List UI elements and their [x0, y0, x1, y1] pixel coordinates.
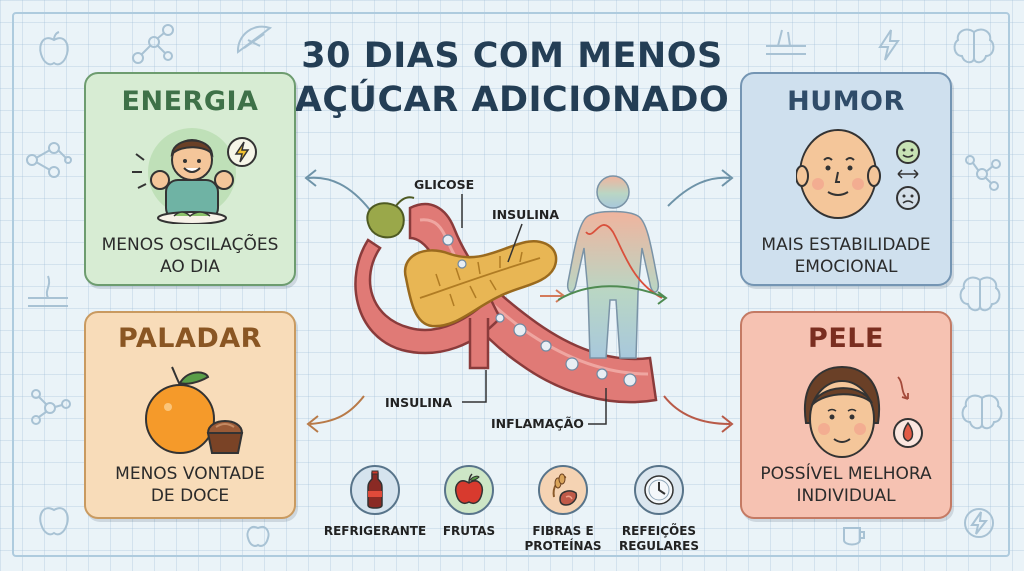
- arrow-to-pele: [663, 395, 731, 425]
- human-body-icon: [558, 175, 668, 359]
- apple-icon: [454, 473, 484, 505]
- card-humor-line-2: EMOCIONAL: [794, 257, 898, 277]
- soda-item: [350, 465, 400, 515]
- bottom-label-fiber-line-1: FIBRAS E: [532, 524, 594, 538]
- pancreas-vessel-illustration: [354, 196, 658, 404]
- bottom-label-fiber: FIBRAS E PROTEÍNAS: [508, 524, 618, 554]
- arrow-to-paladar: [309, 395, 365, 425]
- card-pele-line-1: POSSÍVEL MELHORA: [760, 464, 932, 484]
- card-humor: HUMOR MAIS ESTABILIDADE EMOCIONAL: [740, 72, 952, 286]
- bottom-label-fruits-line-1: FRUTAS: [442, 524, 496, 538]
- bottom-label-fiber-line-2: PROTEÍNAS: [524, 539, 602, 553]
- woman-face-icon: [803, 365, 923, 458]
- label-glicose: GLICOSE: [414, 177, 475, 192]
- brain-outline-icon: [953, 28, 995, 64]
- card-humor-line-1: MAIS ESTABILIDADE: [761, 235, 931, 255]
- bottom-label-meals-line-2: REGULARES: [618, 539, 700, 553]
- citrus-slice-icon: [236, 25, 273, 54]
- molecule-right-icon: [965, 155, 1001, 191]
- skin-layers-icon: [766, 29, 806, 55]
- lightning-outline-icon: [878, 29, 900, 61]
- brain-right-icon: [959, 276, 1001, 312]
- energetic-person-icon: [132, 128, 257, 224]
- lightning-lower-icon: [964, 508, 994, 538]
- gallbladder: [366, 202, 405, 239]
- card-energia-line-2: AO DIA: [160, 257, 220, 277]
- fruits-item: [444, 465, 494, 515]
- frame-border: [12, 12, 1010, 557]
- bottom-label-meals: REFEIÇÕES REGULARES: [604, 524, 714, 554]
- pancreas: [403, 239, 558, 328]
- clock-plate-icon: [644, 475, 674, 505]
- label-insulina-bottom: INSULINA: [385, 395, 453, 410]
- card-paladar-title: PALADAR: [118, 323, 262, 354]
- fiber-protein-item: [538, 465, 588, 515]
- molecule-icon: [132, 24, 174, 64]
- bottom-label-meals-line-1: REFEIÇÕES: [621, 524, 697, 538]
- cup-bottom-icon: [843, 527, 865, 546]
- calm-face-icon: [796, 129, 920, 219]
- bottom-label-soda-line-1: REFRIGERANTE: [323, 524, 427, 538]
- card-humor-text: MAIS ESTABILIDADE EMOCIONAL: [742, 234, 950, 278]
- arrow-to-energia: [307, 176, 371, 211]
- orange-and-dessert-icon: [145, 366, 244, 454]
- card-pele-line-2: INDIVIDUAL: [796, 486, 896, 506]
- page-title: 30 DIAS COM MENOS AÇÚCAR ADICIONADO: [250, 34, 774, 122]
- bottom-label-soda: REFRIGERANTE: [320, 524, 430, 539]
- card-pele-title: PELE: [808, 323, 884, 354]
- card-paladar: PALADAR MENOS VONTADE DE DOCE: [84, 311, 296, 519]
- molecule-left-icon: [26, 142, 72, 178]
- card-pele-text: POSSÍVEL MELHORA INDIVIDUAL: [742, 463, 950, 507]
- label-insulina-top: INSULINA: [492, 207, 560, 222]
- apple-lower-icon: [39, 507, 69, 536]
- bottom-label-fruits: FRUTAS: [414, 524, 524, 539]
- card-energia-line-1: MENOS OSCILAÇÕES: [101, 235, 279, 255]
- label-inflamacao: INFLAMAÇÃO: [491, 416, 584, 431]
- card-paladar-text: MENOS VONTADE DE DOCE: [86, 463, 294, 507]
- card-energia: ENERGIA MENOS OSCILAÇÕES AO DIA: [84, 72, 296, 286]
- card-energia-text: MENOS OSCILAÇÕES AO DIA: [86, 234, 294, 278]
- brain-lower-right-icon: [961, 394, 1003, 430]
- card-humor-title: HUMOR: [787, 86, 905, 117]
- molecule-lower-left-icon: [31, 389, 71, 425]
- skin-follicle-icon: [28, 275, 68, 307]
- card-energia-title: ENERGIA: [121, 86, 259, 117]
- regular-meals-item: [634, 465, 684, 515]
- fiber-protein-icon: [552, 473, 578, 506]
- arrow-to-humor: [667, 176, 731, 207]
- title-line-2: AÇÚCAR ADICIONADO: [294, 80, 730, 120]
- soda-bottle-icon: [367, 470, 383, 509]
- apple-bottom-icon: [246, 526, 270, 547]
- title-line-1: 30 DIAS COM MENOS: [301, 36, 723, 76]
- card-paladar-line-1: MENOS VONTADE: [115, 464, 265, 484]
- card-pele: PELE POSSÍVEL MELHORA INDIVIDUAL: [740, 311, 952, 519]
- card-paladar-line-2: DE DOCE: [150, 486, 230, 506]
- apple-outline-icon: [39, 31, 69, 66]
- vessel-left-loop: [354, 238, 502, 355]
